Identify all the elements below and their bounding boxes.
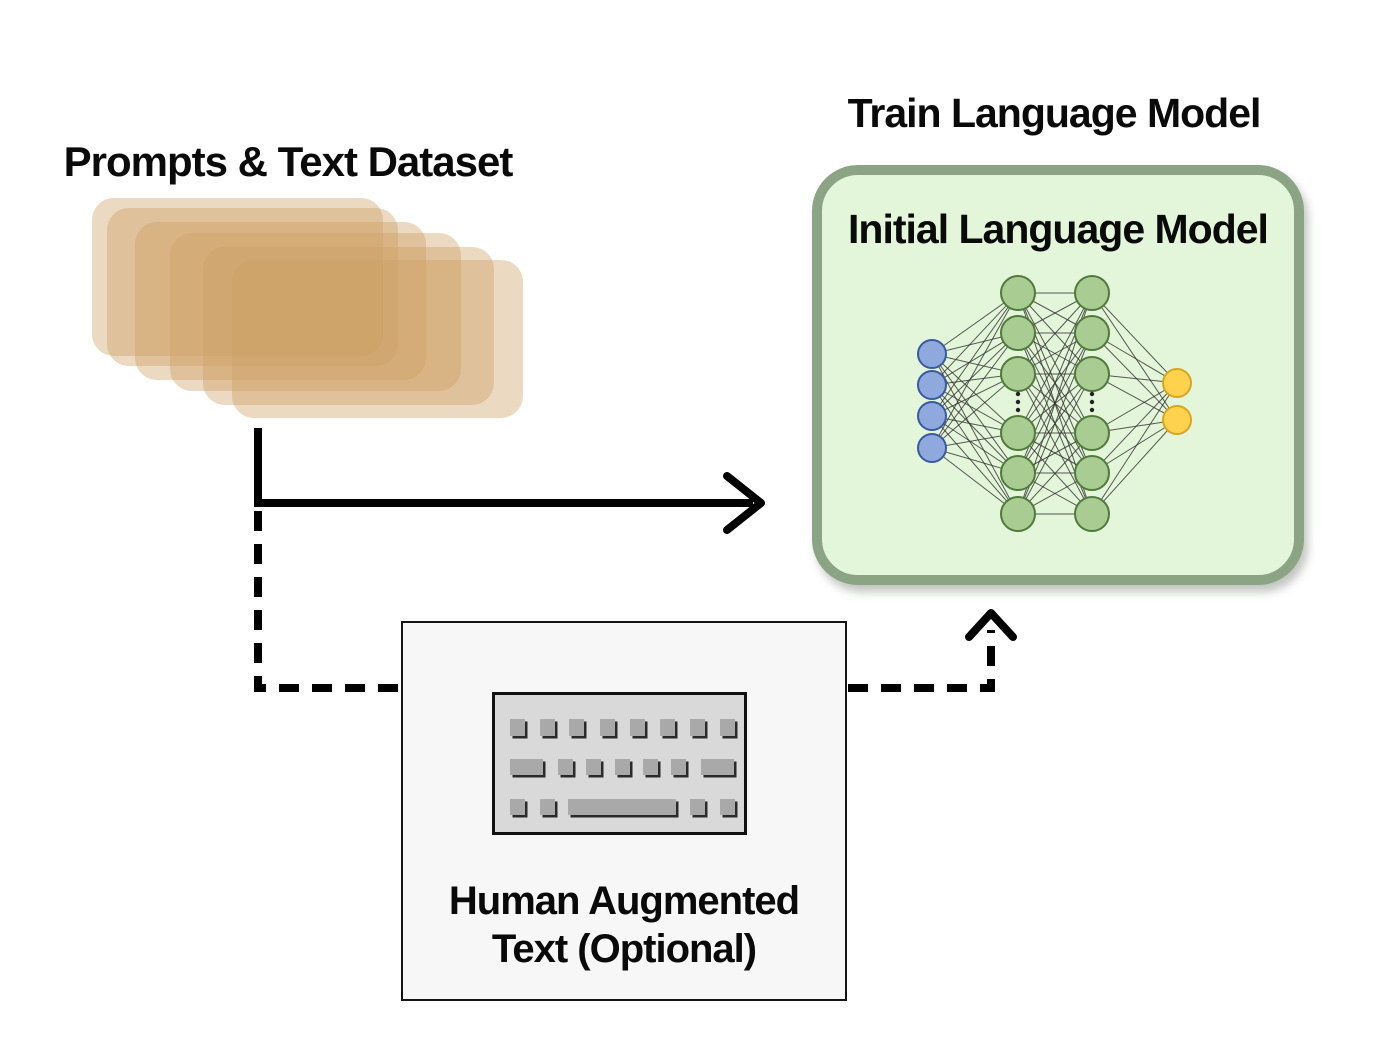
- keyboard-key: [510, 759, 543, 775]
- keyboard-key: [600, 719, 615, 736]
- dashed-connector-right: [848, 630, 995, 692]
- keyboard-key: [510, 799, 525, 815]
- initial-language-model-title: Initial Language Model: [848, 206, 1269, 252]
- keyboard-key: [690, 719, 705, 736]
- keyboard-key: [720, 719, 735, 736]
- dataset-card: [203, 247, 494, 405]
- keyboard-key: [643, 759, 658, 775]
- keyboard-key: [568, 799, 676, 815]
- solid-connector: [254, 428, 753, 507]
- dataset-card: [92, 198, 383, 356]
- arrow-up-icon: [965, 609, 1017, 641]
- keyboard-icon: [492, 692, 747, 835]
- human-label-line2: Text (Optional): [491, 927, 757, 971]
- human-augmented-text-box: Human Augmented Text (Optional): [401, 621, 847, 1001]
- keyboard-key: [690, 799, 705, 815]
- keyboard-key: [660, 719, 675, 736]
- keyboard-key: [630, 719, 645, 736]
- keyboard-key: [540, 719, 555, 736]
- keyboard-key: [701, 759, 734, 775]
- dataset-card: [135, 222, 426, 380]
- keyboard-key: [558, 759, 573, 775]
- keyboard-key: [540, 799, 555, 815]
- initial-language-model-box: Initial Language Model: [812, 165, 1304, 585]
- human-augmented-text-label: Human Augmented Text (Optional): [403, 877, 845, 973]
- keyboard-key: [569, 719, 584, 736]
- keyboard-key: [671, 759, 686, 775]
- keyboard-key: [586, 759, 601, 775]
- arrow-right-icon: [723, 472, 765, 534]
- dataset-card: [170, 233, 461, 391]
- dashed-connector-left: [254, 511, 399, 692]
- dataset-card: [232, 260, 523, 418]
- keyboard-key: [615, 759, 630, 775]
- human-label-line1: Human Augmented: [448, 879, 800, 923]
- dataset-label: Prompts & Text Dataset: [63, 138, 514, 185]
- train-label: Train Language Model: [847, 90, 1262, 136]
- keyboard-key: [720, 799, 735, 815]
- dataset-card: [107, 208, 398, 366]
- keyboard-key: [510, 719, 525, 736]
